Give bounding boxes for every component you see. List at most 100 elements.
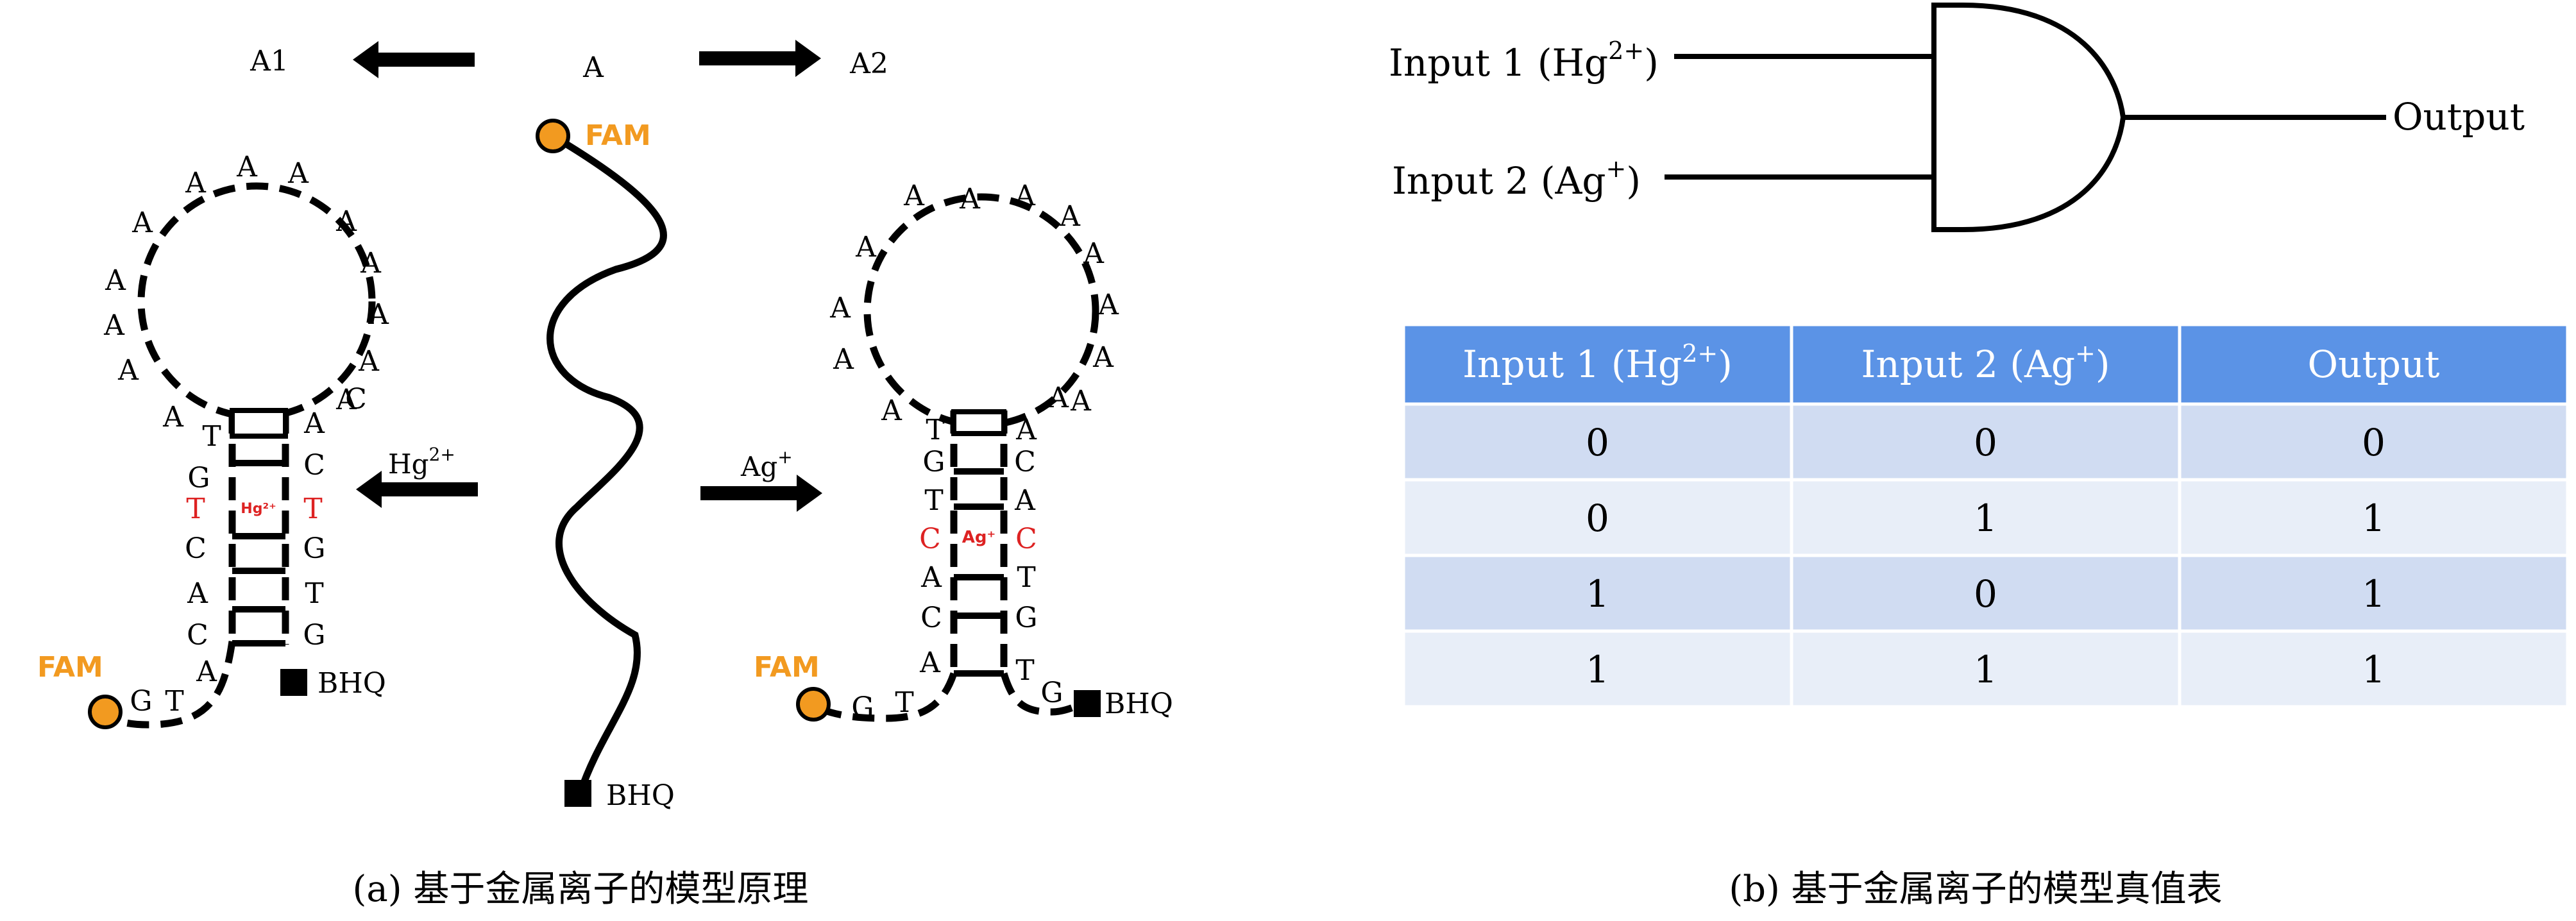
loop-letter: A bbox=[287, 157, 309, 190]
loop-letter: A bbox=[335, 205, 357, 238]
stem-letter: C bbox=[1014, 446, 1036, 478]
table-cell-value: 0 bbox=[1586, 496, 1609, 540]
stem-letter: A bbox=[919, 646, 941, 679]
gate-output-label: Output bbox=[2393, 95, 2525, 139]
tail-ag-left bbox=[809, 672, 958, 722]
table-cell-value: 1 bbox=[1974, 648, 1997, 691]
loop-letter: A bbox=[1014, 180, 1036, 212]
caption-a: (a) 基于金属离子的模型原理 bbox=[353, 868, 809, 910]
fam-label-hg: FAM bbox=[37, 651, 103, 684]
stem-letter: T bbox=[924, 484, 943, 517]
table-cell bbox=[2178, 553, 2570, 633]
loop-letter: A bbox=[358, 345, 380, 378]
bhq-label-hg: BHQ bbox=[318, 667, 386, 700]
panel-b: Input 1 (Hg2+) Input 2 (Ag+) Output Inpu… bbox=[1389, 3, 2570, 910]
loop-letter: A bbox=[131, 207, 153, 239]
loop-letter: A bbox=[185, 167, 207, 199]
label-a1: A1 bbox=[250, 45, 289, 78]
bhq-label-ag: BHQ bbox=[1105, 688, 1173, 720]
arrow-ag bbox=[700, 475, 822, 512]
ag-bridge-label: Ag⁺ bbox=[962, 528, 996, 547]
stem-letter: T bbox=[1015, 654, 1034, 687]
table-header: Input 2 (Ag+) bbox=[1861, 339, 2110, 386]
table-cell bbox=[2178, 402, 2570, 482]
loop-letter: A bbox=[881, 394, 902, 427]
bhq-label-center: BHQ bbox=[606, 779, 675, 812]
arrow-left-top bbox=[353, 41, 475, 78]
stem-letter: A bbox=[920, 561, 942, 594]
table-cell bbox=[1402, 629, 1793, 709]
loop-letter: A bbox=[833, 343, 854, 376]
label-a: A bbox=[582, 51, 604, 84]
table-header-cell bbox=[2178, 323, 2570, 406]
table-header-cell bbox=[1402, 323, 1793, 406]
table-cell bbox=[1790, 402, 2182, 482]
table-cell-value: 1 bbox=[1586, 648, 1609, 691]
tail-ag-right bbox=[1000, 672, 1086, 716]
stem-letter: C bbox=[1015, 523, 1037, 555]
table-cell bbox=[2178, 629, 2570, 709]
table-cell-value: 1 bbox=[2362, 572, 2385, 616]
table-cell bbox=[1402, 553, 1793, 633]
fam-dot-hg bbox=[88, 695, 123, 729]
loop-letter: A bbox=[103, 309, 125, 342]
loop-letter: A bbox=[1059, 200, 1081, 233]
stem-letter: G bbox=[303, 532, 325, 565]
bhq-square-ag bbox=[1074, 690, 1101, 717]
stem-letter: C bbox=[187, 619, 208, 652]
loop-letter: C bbox=[345, 383, 367, 416]
table-header: Output bbox=[2307, 342, 2439, 386]
stem-letter: G bbox=[187, 462, 210, 494]
loop-letter: A bbox=[162, 401, 184, 434]
stem-letter: T bbox=[303, 493, 322, 525]
table-cell-value: 1 bbox=[2362, 648, 2385, 691]
label-a2: A2 bbox=[849, 47, 888, 80]
loop-letter: A bbox=[105, 264, 126, 297]
loop-letter: A bbox=[1070, 385, 1092, 418]
stem-letter: G bbox=[303, 619, 325, 652]
loop-letter: A bbox=[1097, 289, 1119, 321]
gate-input1-label: Input 1 (Hg2+) bbox=[1389, 37, 1659, 85]
stem-letter: A bbox=[187, 577, 208, 610]
and-gate bbox=[1665, 3, 2386, 232]
table-cell bbox=[1790, 553, 2182, 633]
table-cell-value: 0 bbox=[2362, 421, 2385, 464]
table-header-cell bbox=[1790, 323, 2182, 406]
table-cell-value: 1 bbox=[2362, 496, 2385, 540]
loop-letter: A bbox=[855, 231, 877, 264]
table-cell-value: 0 bbox=[1974, 421, 1997, 464]
tail-letter: G bbox=[130, 685, 152, 718]
stem-letter: G bbox=[1015, 602, 1037, 634]
gate-input2-label: Input 2 (Ag+) bbox=[1392, 155, 1641, 203]
stem-letter: C bbox=[303, 449, 325, 482]
tail-letter: T bbox=[165, 685, 183, 718]
stem-letter: C bbox=[185, 532, 207, 565]
hg-bridge-label: Hg²⁺ bbox=[241, 501, 276, 517]
table-cell-value: 0 bbox=[1974, 572, 1997, 616]
tail-letter: T bbox=[895, 686, 913, 719]
and-gate-body bbox=[1931, 3, 2126, 232]
stem-letter: C bbox=[920, 602, 942, 634]
tail-letter: G bbox=[1040, 677, 1063, 709]
stem-letter: A bbox=[303, 407, 325, 440]
fam-label-ag: FAM bbox=[754, 651, 820, 684]
stem-letter: A bbox=[1015, 414, 1037, 446]
table-cell-value: 1 bbox=[1974, 496, 1997, 540]
stem-letter: T bbox=[202, 420, 221, 453]
loop-letter: A bbox=[1047, 382, 1069, 414]
panel-a: A1 A A2 FAM BHQ Hg2+ Ag+ bbox=[37, 40, 1173, 910]
fam-dot-ag bbox=[796, 687, 831, 722]
stem-letter: T bbox=[1017, 561, 1035, 594]
bhq-square-center bbox=[564, 780, 591, 807]
loop-letter: A bbox=[236, 151, 258, 183]
loop-letter: A bbox=[117, 354, 139, 387]
loop-letter: A bbox=[1092, 341, 1114, 374]
table-cell-value: 1 bbox=[1586, 572, 1609, 616]
stem-letter: G bbox=[922, 446, 945, 478]
loop-letter: A bbox=[1083, 237, 1105, 270]
